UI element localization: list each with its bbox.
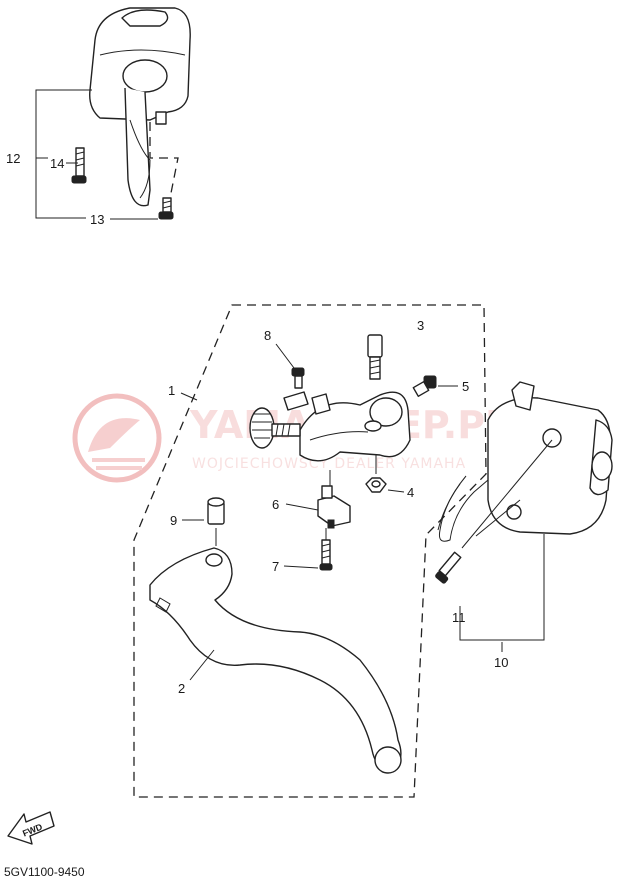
diagram-code: 5GV1100-9450 xyxy=(4,865,85,879)
screw-13 xyxy=(158,197,174,220)
collar-9 xyxy=(207,497,225,525)
lever-holder-assembly xyxy=(249,334,411,462)
callout-2: 2 xyxy=(178,681,185,696)
callout-7: 7 xyxy=(272,559,279,574)
adjuster-knob xyxy=(249,407,301,449)
switch-housing-assembly xyxy=(35,7,191,220)
callout-6: 6 xyxy=(272,497,279,512)
callout-5: 5 xyxy=(462,379,469,394)
callout-12: 12 xyxy=(6,151,20,166)
switch-6 xyxy=(317,485,351,529)
fwd-arrow-icon: FWD xyxy=(7,811,55,845)
callout-10: 10 xyxy=(494,655,508,670)
callout-4: 4 xyxy=(407,485,414,500)
callout-8: 8 xyxy=(264,328,271,343)
callout-1: 1 xyxy=(168,383,175,398)
nut-4 xyxy=(365,477,387,493)
callout-labels: 1 2 3 4 5 6 7 8 9 10 11 12 13 14 xyxy=(6,151,508,696)
watermark-sub-text: WOJCIECHOWSCY DEALER YAMAHA xyxy=(192,456,466,472)
callout-9: 9 xyxy=(170,513,177,528)
callout-3: 3 xyxy=(417,318,424,333)
lever-2 xyxy=(149,547,402,774)
screw-8 xyxy=(291,367,305,389)
callout-14: 14 xyxy=(50,156,64,171)
callout-11: 11 xyxy=(452,610,466,625)
screw-14 xyxy=(71,147,87,184)
screw-7 xyxy=(319,539,333,571)
screw-5 xyxy=(412,375,437,398)
watermark-logo-icon xyxy=(72,393,162,483)
screw-11 xyxy=(435,551,462,584)
assembly-boundary xyxy=(133,304,487,798)
callout-13: 13 xyxy=(90,212,104,227)
bolt-3 xyxy=(367,334,383,380)
right-switch-housing xyxy=(437,381,613,542)
